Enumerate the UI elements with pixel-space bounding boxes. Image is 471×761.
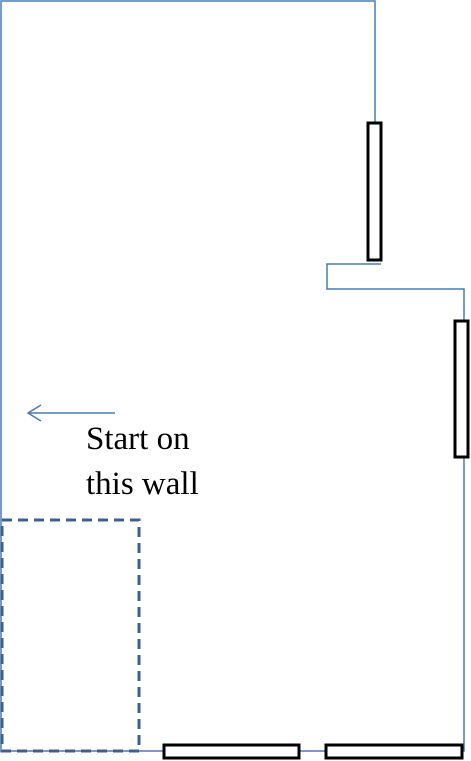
- window-right-upper: [366, 121, 383, 262]
- start-instruction-label: Start on this wall: [86, 417, 199, 507]
- arrow-head: [26, 404, 42, 422]
- furniture-outline: [0, 518, 141, 753]
- window-bottom-left: [162, 743, 301, 760]
- window-right-lower: [453, 319, 470, 459]
- start-instruction-line-1: Start on: [86, 421, 190, 457]
- start-instruction-line-2: this wall: [86, 466, 199, 502]
- room-outline: [0, 0, 465, 752]
- window-bottom-right: [324, 743, 464, 760]
- start-arrow: [26, 404, 115, 422]
